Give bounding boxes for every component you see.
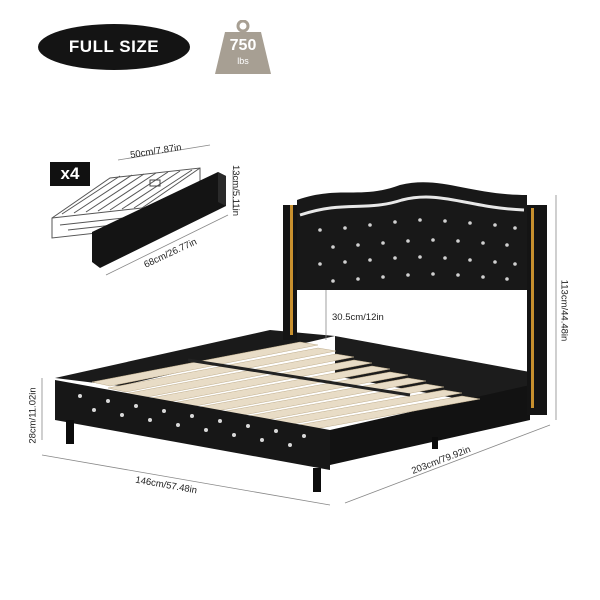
drawer-height-label: 13cm/5.11in	[230, 164, 242, 217]
weight-icon	[215, 19, 271, 74]
weight-unit: lbs	[237, 56, 249, 66]
drawer-count-badge: x4	[50, 162, 90, 186]
bed-frame	[55, 330, 530, 492]
drawer-dimension-lines	[105, 144, 234, 276]
weight-value: 750	[229, 37, 257, 54]
bed-dimension-lines	[41, 195, 557, 506]
bed-slats	[91, 341, 481, 441]
full-size-badge: FULL SIZE	[38, 24, 190, 70]
drawer-illustration	[51, 167, 226, 268]
side-height-label: 28cm/11.02in	[27, 387, 39, 444]
total-height-label: 113cm/44.48in	[558, 279, 570, 342]
front-rail-tufting	[78, 394, 306, 447]
headboard-tufting	[318, 218, 517, 283]
badge-label: FULL SIZE	[68, 37, 160, 56]
headboard	[283, 182, 547, 415]
headboard-gap-label: 30.5cm/12in	[332, 312, 384, 323]
weight-capacity-badge: 750 lbs	[213, 19, 273, 74]
drawer-count-label: x4	[60, 164, 80, 183]
